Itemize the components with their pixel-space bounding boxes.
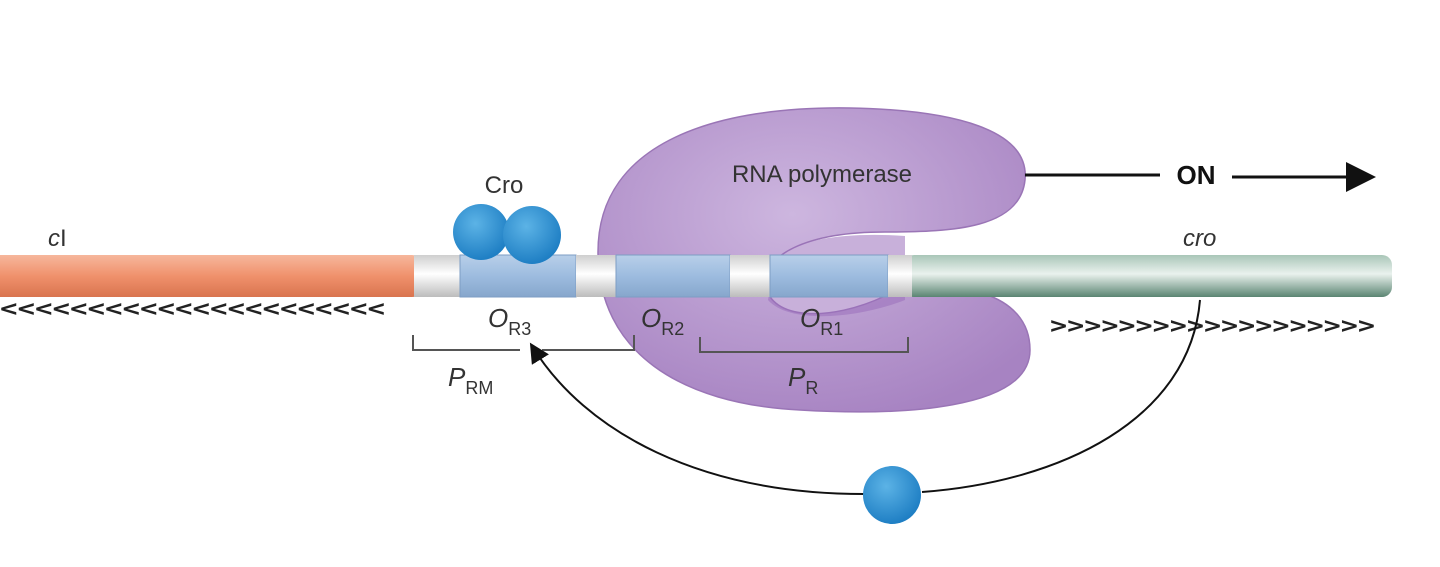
prm-bracket	[412, 335, 635, 351]
spacer	[888, 255, 912, 297]
cro-gene-label: cro	[1183, 225, 1216, 252]
cro-protein-monomer	[503, 206, 561, 264]
spacer	[414, 255, 462, 297]
spacer	[576, 255, 616, 297]
cro-gene-segment	[904, 255, 1392, 297]
or3-label: OR3	[488, 303, 531, 339]
on-label: ON	[1177, 160, 1216, 190]
rna-polymerase-label: RNA polymerase	[732, 161, 912, 188]
cro-protein-label: Cro	[485, 172, 524, 199]
pr-bracket	[699, 337, 909, 353]
pr-label: PR	[788, 362, 818, 398]
cro-protein-monomer	[453, 204, 509, 260]
ci-gene-segment	[0, 255, 422, 297]
or1-label: OR1	[800, 303, 843, 339]
spacer	[730, 255, 770, 297]
or2-label: OR2	[641, 303, 684, 339]
operator-or1	[769, 254, 889, 298]
ci-direction-marks: <<<<<<<<<<<<<<<<<<<<<<	[0, 297, 385, 322]
ci-gene-label: cI	[48, 225, 67, 252]
cro-direction-marks: >>>>>>>>>>>>>>>>>>>	[1050, 314, 1375, 339]
feedback-arc	[921, 299, 1201, 493]
cro-protein-product	[863, 466, 921, 524]
dna-strand	[0, 254, 1392, 298]
operator-or3	[459, 254, 577, 298]
operator-or2	[615, 254, 731, 298]
feedback-arrow	[529, 342, 865, 495]
prm-label: PRM	[448, 362, 493, 398]
